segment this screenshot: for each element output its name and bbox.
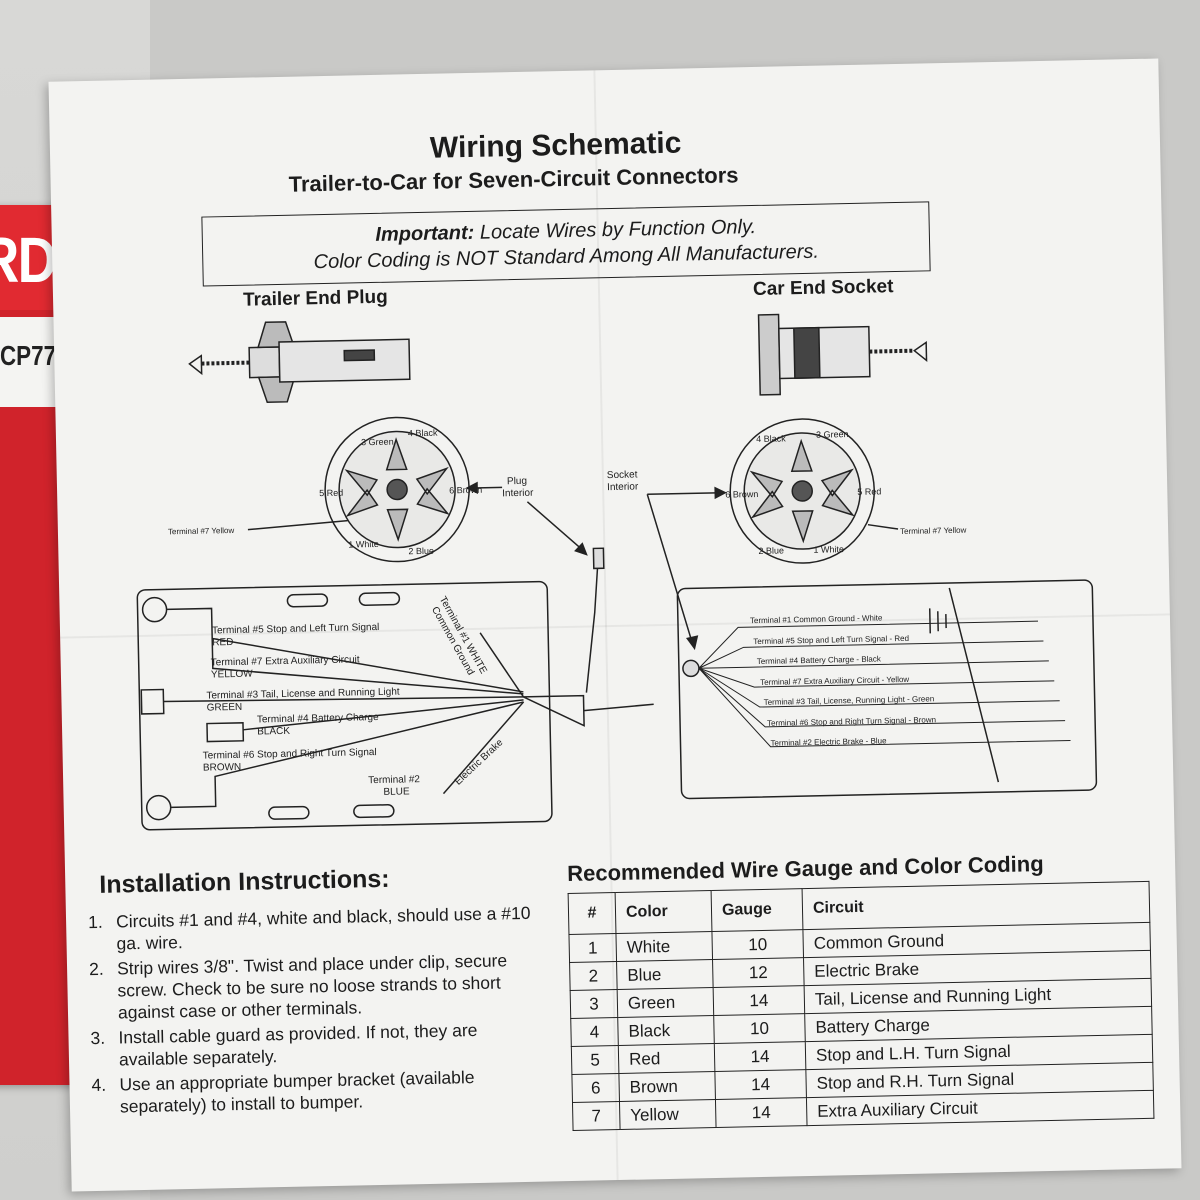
car-wiring-box	[676, 579, 1098, 800]
column-header: Circuit	[802, 881, 1150, 930]
wiring-diagram: 3 Green 4 Black 5 Red 6 Brown 1 White 2 …	[136, 313, 1098, 831]
trailer-wire-label: Terminal #7 Extra Auxiliary Circuit	[211, 654, 360, 668]
trailer-plug-drawing	[188, 321, 411, 403]
table-cell: 12	[712, 957, 805, 988]
step-number: 1.	[87, 911, 103, 933]
trailer-wire-color: BLUE	[383, 786, 410, 798]
table-cell: 7	[572, 1101, 621, 1131]
install-heading: Installation Instructions:	[99, 864, 390, 899]
column-header: #	[568, 892, 616, 935]
plug-interior-drawing	[324, 416, 470, 563]
table-cell: 10	[713, 1013, 806, 1044]
socket-pin-label: 1 White	[813, 544, 844, 555]
car-wire-label: Terminal #6 Stop and Right Turn Signal -…	[767, 715, 936, 728]
step-number: 3.	[90, 1027, 106, 1049]
table-cell: 14	[715, 1097, 808, 1128]
socket-pin-label: 5 Red	[857, 486, 881, 497]
car-wire-labels: Terminal #1 Common Ground - White Termin…	[750, 613, 936, 747]
table-cell: 10	[711, 929, 804, 960]
socket-pin-label: 2 Blue	[758, 545, 784, 556]
terminal7-right-label: Terminal #7 Yellow	[900, 526, 967, 536]
trailer-wire-color: GREEN	[207, 702, 243, 714]
car-wire-label: Terminal #4 Battery Charge - Black	[757, 654, 882, 666]
table-cell: 14	[714, 1041, 806, 1072]
step-text: Circuits #1 and #4, white and black, sho…	[115, 902, 531, 954]
table-cell: Blue	[616, 959, 714, 990]
trailer-wire-color: BLACK	[257, 726, 290, 738]
step-text: Strip wires 3/8". Twist and place under …	[116, 950, 508, 1023]
table-cell: 2	[569, 961, 618, 991]
column-header: Color	[615, 890, 712, 934]
terminal7-left-label: Terminal #7 Yellow	[168, 526, 235, 536]
trailer-wire-label: Terminal #3 Tail, License and Running Li…	[206, 687, 400, 702]
step-number: 2.	[88, 958, 104, 980]
table-cell: 4	[570, 1017, 619, 1047]
car-socket-drawing	[757, 313, 928, 396]
socket-interior-drawing	[729, 418, 875, 564]
trailer-wire-color: YELLOW	[211, 669, 253, 681]
brake-label: Electric Brake	[453, 737, 506, 788]
socket-pin-label: 4 Black	[756, 433, 786, 444]
socket-pin-labels: 4 Black 3 Green 6 Brown 5 Red 2 Blue 1 W…	[725, 429, 881, 556]
plug-pin-label: 6 Brown	[449, 485, 482, 496]
install-step: 1. Circuits #1 and #4, white and black, s…	[66, 902, 537, 956]
install-step: 3. Install cable guard as provided. If no…	[68, 1018, 539, 1072]
socket-pin-label: 3 Green	[816, 429, 849, 440]
socket-interior-label: Interior	[607, 481, 639, 493]
install-step: 2. Strip wires 3/8". Twist and place unde…	[67, 949, 538, 1025]
table-cell: Black	[617, 1015, 715, 1046]
trailer-wire-color: BROWN	[203, 762, 242, 774]
instruction-sheet: Wiring Schematic Trailer-to-Car for Seve…	[48, 58, 1182, 1192]
trailer-wire-label: Terminal #6 Stop and Right Turn Signal	[203, 747, 377, 762]
table-heading: Recommended Wire Gauge and Color Coding	[566, 851, 1044, 887]
trailer-wire-label: Terminal #5 Stop and Left Turn Signal	[212, 622, 380, 637]
car-wire-label: Terminal #5 Stop and Left Turn Signal - …	[753, 634, 909, 646]
table-cell: Red	[618, 1043, 715, 1074]
install-steps: 1. Circuits #1 and #4, white and black, s…	[66, 902, 540, 1122]
car-wire-label: Terminal #7 Extra Auxiliary Circuit - Ye…	[760, 675, 909, 687]
socket-interior-label: Socket	[607, 469, 638, 481]
plug-pin-label: 1 White	[348, 539, 379, 550]
trailer-wiring-box	[136, 580, 553, 831]
step-text: Install cable guard as provided. If not,…	[118, 1019, 478, 1070]
car-wire-label: Terminal #1 Common Ground - White	[750, 613, 883, 625]
trailer-wire-color: RED	[212, 637, 233, 648]
install-step: 4. Use an appropriate bumper bracket (ava…	[69, 1065, 540, 1119]
plug-pin-label: 5 Red	[319, 488, 343, 499]
table-cell: 14	[714, 1069, 807, 1100]
table-cell: 6	[571, 1073, 620, 1103]
card-brand: RD	[0, 224, 57, 296]
car-wire-label: Terminal #2 Electric Brake - Blue	[770, 736, 887, 747]
plug-pin-labels: 3 Green 4 Black 5 Red 6 Brown 1 White 2 …	[319, 428, 482, 557]
table-cell: White	[615, 931, 713, 962]
plug-interior-label: Interior	[502, 488, 534, 500]
table-cell: 14	[713, 985, 805, 1016]
trailer-wire-label: Terminal #4 Battery Charge	[257, 712, 379, 726]
table-cell: Yellow	[619, 1099, 717, 1130]
plug-pin-label: 4 Black	[408, 428, 438, 439]
plug-interior-label: Plug	[507, 476, 527, 487]
table-cell: Green	[617, 987, 714, 1018]
plug-pin-label: 2 Blue	[408, 546, 434, 557]
table-cell: 3	[570, 989, 618, 1019]
trailer-wire-label: Terminal #2	[368, 774, 420, 786]
table-cell: 1	[568, 933, 617, 963]
socket-pin-label: 6 Brown	[725, 489, 758, 500]
car-wire-label: Terminal #3 Tail, License, Running Light…	[764, 694, 935, 707]
step-text: Use an appropriate bumper bracket (avail…	[119, 1067, 475, 1117]
table-cell: Extra Auxiliary Circuit	[806, 1090, 1154, 1126]
column-header: Gauge	[711, 888, 803, 932]
plug-pin-label: 3 Green	[361, 437, 394, 448]
table-cell: 5	[571, 1045, 619, 1075]
step-number: 4.	[91, 1074, 107, 1096]
table-cell: Brown	[618, 1071, 716, 1102]
